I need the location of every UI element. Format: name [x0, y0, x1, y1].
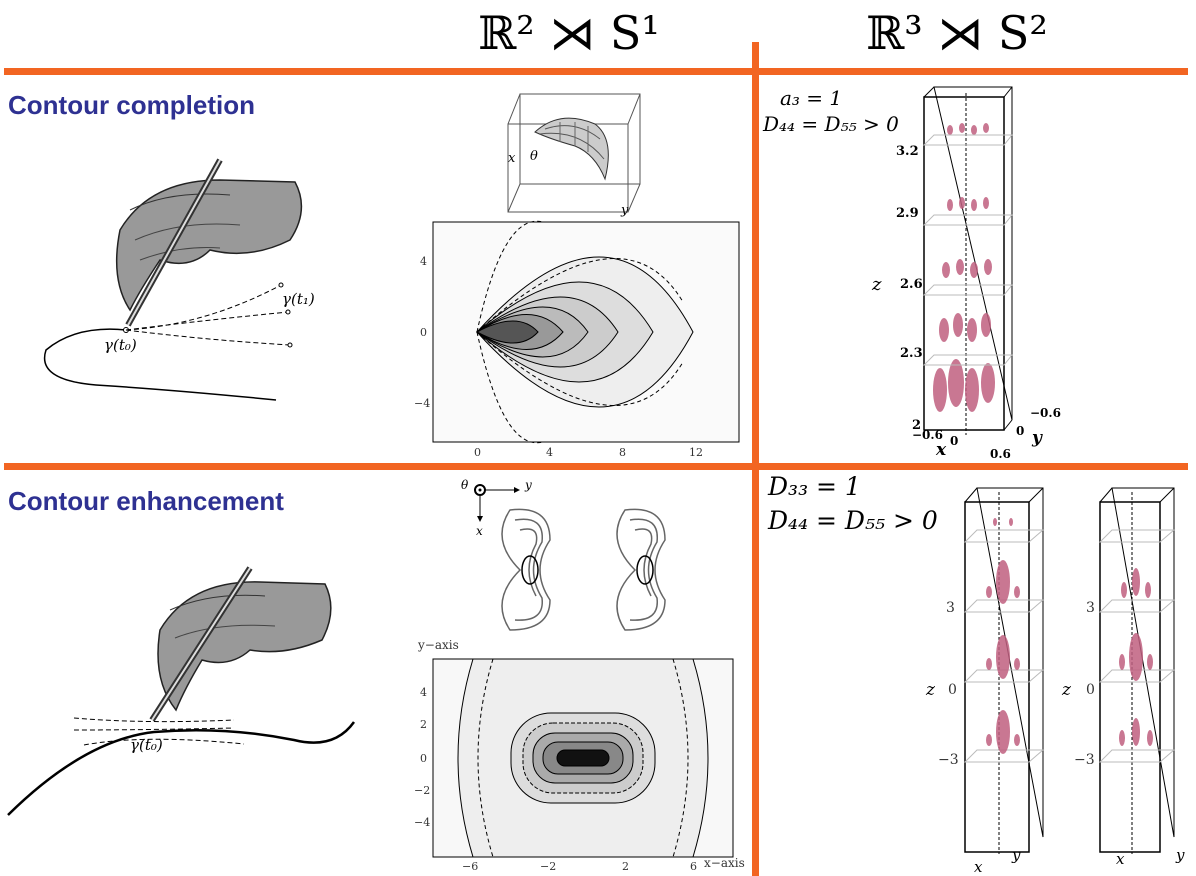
glyph-column-enhancement-1 — [963, 487, 1045, 854]
enh-xtick-4: 6 — [690, 860, 697, 873]
completion-base-zero-y: 0 — [1016, 424, 1025, 438]
axis-glyph-theta: θ — [461, 478, 469, 492]
param-a3: a₃ = 1 — [780, 86, 843, 110]
enh-curve-label-t0: γ(t₀) — [130, 736, 163, 754]
enh-col1-ztick-2: 0 — [948, 682, 957, 698]
completion-ztick-3: 2.6 — [900, 277, 923, 292]
enh-col2-z-label: z — [1062, 680, 1071, 700]
enh-plot-ylabel: y−axis — [418, 638, 459, 652]
completion-ytick-2: 0 — [420, 326, 427, 339]
orientation-box-3d — [507, 93, 641, 213]
axis-glyph-x: x — [476, 524, 483, 538]
enh-col2-base-y: y — [1176, 846, 1185, 864]
enh-col2-ztick-2: 0 — [1086, 682, 1095, 698]
hand-drawing-illustration-2 — [149, 566, 332, 722]
param-d33: D₃₃ = 1 — [768, 472, 861, 501]
axis-glyph-y: y — [525, 478, 532, 492]
box-axis-y: y — [621, 203, 629, 218]
completion-base-pos: 0.6 — [990, 447, 1011, 461]
twisted-surface-pair — [501, 508, 666, 631]
completion-ztick-5: 2 — [912, 418, 922, 433]
header-r2s1: ℝ² ⋊ S¹ — [478, 6, 660, 60]
completion-base-y: y — [1032, 428, 1042, 448]
enh-col2-ztick-1: 3 — [1086, 600, 1095, 616]
completion-xtick-3: 8 — [619, 446, 626, 459]
divider-middle — [4, 463, 1188, 470]
box-axis-theta: θ — [530, 149, 538, 164]
completion-base-neg: −0.6 — [912, 428, 943, 442]
completion-xtick-2: 4 — [546, 446, 553, 459]
enh-col1-z-label: z — [926, 680, 935, 700]
enh-col1-ztick-1: 3 — [946, 600, 955, 616]
completion-curve — [43, 282, 293, 401]
curve-label-t0: γ(t₀) — [104, 336, 137, 354]
glyph-column-enhancement-2 — [1098, 487, 1176, 854]
enh-ytick-2: 2 — [420, 718, 427, 731]
enh-xtick-3: 2 — [622, 860, 629, 873]
divider-top — [4, 68, 1188, 75]
section-title-enhancement: Contour enhancement — [8, 486, 284, 516]
completion-base-x: x — [936, 440, 947, 460]
enh-ytick-3: 0 — [420, 752, 427, 765]
completion-base-zero: 0 — [950, 434, 959, 448]
completion-ytick-1: 4 — [420, 255, 427, 268]
enh-col1-ztick-3: −3 — [938, 752, 959, 768]
enhancement-curve — [7, 717, 356, 816]
completion-xtick-4: 12 — [689, 446, 703, 459]
completion-base-neg-y: −0.6 — [1030, 406, 1061, 420]
completion-xtick-1: 0 — [474, 446, 481, 459]
divider-vertical — [752, 42, 759, 876]
completion-ztick-4: 2.3 — [900, 346, 923, 361]
enh-xtick-2: −2 — [540, 860, 557, 873]
glyph-column-completion — [922, 86, 1014, 435]
param-d44-d55-2: D₄₄ = D₅₅ > 0 — [768, 506, 938, 535]
box-axis-x: x — [508, 151, 516, 166]
axis-glyph — [474, 484, 520, 522]
enh-col1-base-y: y — [1012, 846, 1021, 864]
enh-ytick-1: 4 — [420, 686, 427, 699]
completion-ztick-1: 3.2 — [896, 144, 919, 159]
completion-ytick-3: −4 — [414, 397, 431, 410]
enh-ytick-4: −2 — [414, 784, 431, 797]
enh-col2-base-x: x — [1116, 850, 1125, 868]
enh-ytick-5: −4 — [414, 816, 431, 829]
curve-label-t1: γ(t₁) — [282, 290, 315, 308]
param-d44-d55: D₄₄ = D₅₅ > 0 — [763, 112, 899, 136]
completion-ztick-2: 2.9 — [896, 206, 919, 221]
completion-z-label: z — [872, 274, 882, 295]
hand-drawing-illustration — [115, 158, 303, 327]
header-r3s2: ℝ³ ⋊ S² — [866, 6, 1048, 60]
section-title-completion: Contour completion — [8, 90, 255, 120]
enh-col1-base-x: x — [974, 858, 983, 876]
enhancement-contour-plot — [432, 658, 734, 858]
enh-col2-ztick-3: −3 — [1074, 752, 1095, 768]
enh-xtick-1: −6 — [462, 860, 479, 873]
completion-contour-plot — [432, 220, 740, 444]
enh-plot-xlabel: x−axis — [704, 856, 745, 870]
